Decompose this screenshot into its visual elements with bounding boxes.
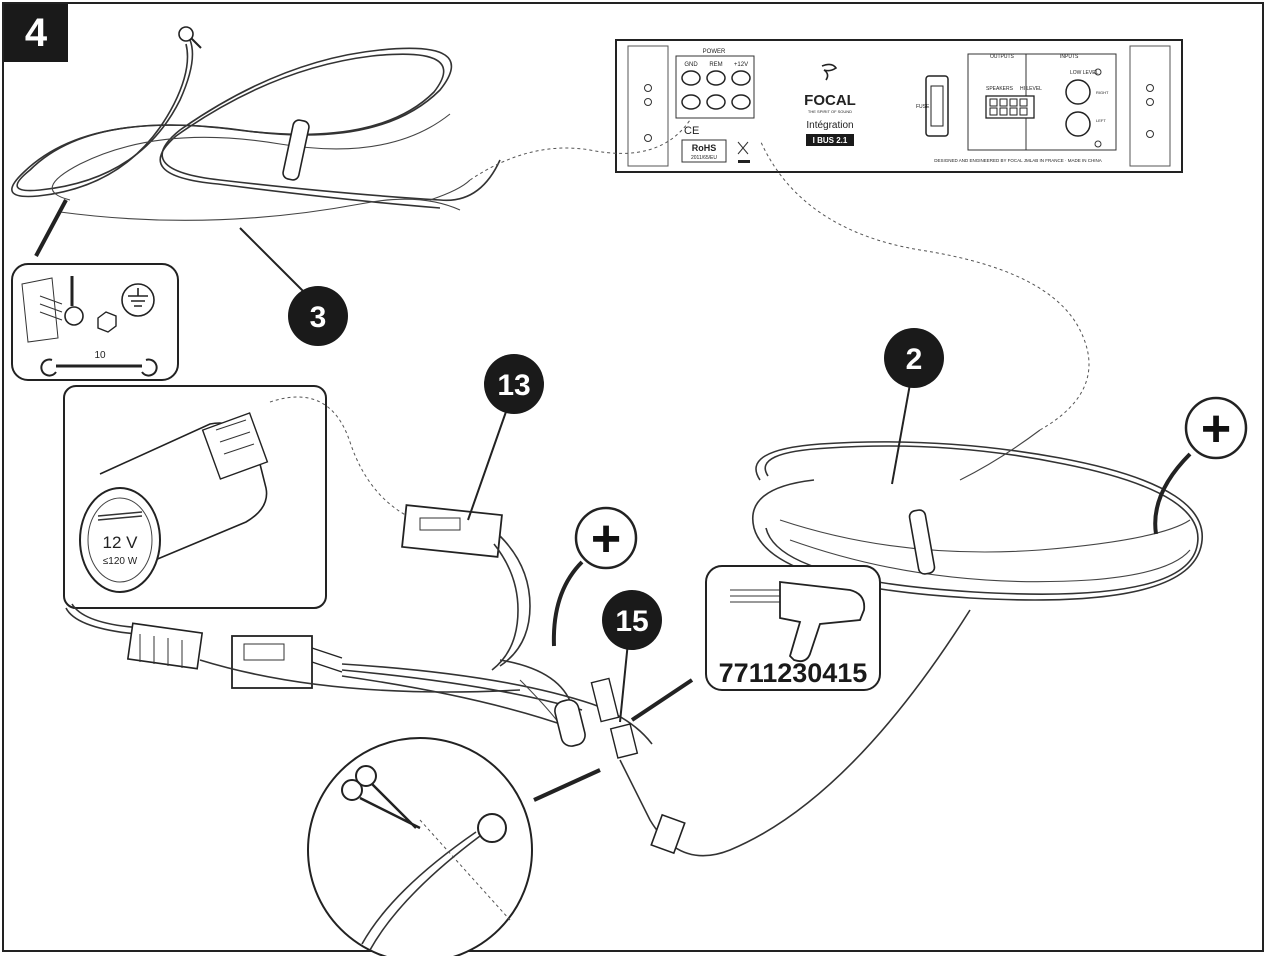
hi-level-label: HI LEVEL xyxy=(1020,86,1042,92)
rca-right-input xyxy=(1065,79,1091,105)
scissors-icon xyxy=(341,765,421,830)
small-connector xyxy=(126,622,204,670)
focal-logo: FOCAL THE SPIRIT OF SOUND xyxy=(804,63,856,114)
connector-13 xyxy=(401,504,531,671)
callout-13: 13 xyxy=(467,354,544,521)
rohs-label: RoHS xyxy=(692,143,717,153)
callout-15-label: 15 xyxy=(615,605,648,638)
rohs-code: 2011/65/EU xyxy=(691,155,717,161)
crimp-tool-icon xyxy=(730,580,866,663)
brand-name: FOCAL xyxy=(804,92,856,109)
model-name: I BUS 2.1 xyxy=(813,136,848,145)
plus-symbol-center: + xyxy=(551,506,638,647)
weee-bin-icon xyxy=(737,141,750,163)
step-number-badge: 4 xyxy=(4,4,68,62)
panel-footer: DESIGNED AND ENGINEERED BY FOCAL JMLAB I… xyxy=(934,158,1102,163)
large-connector xyxy=(231,635,343,689)
cut-instruction-inset xyxy=(307,737,601,956)
right-label: RIGHT xyxy=(1096,90,1109,95)
power-terminal-block: POWER GND REM +12V xyxy=(675,49,755,119)
outputs-label: OUTPUTS xyxy=(990,54,1015,60)
rca-left-input xyxy=(1065,111,1091,137)
tool-part-number: 7711230415 xyxy=(719,658,868,688)
speaker-connector xyxy=(985,95,1035,119)
power-cable xyxy=(752,139,1203,601)
ce-mark: CE xyxy=(684,125,699,137)
plus-symbol-right: + xyxy=(1153,396,1248,535)
callout-2: 2 xyxy=(884,328,944,485)
ground-cable xyxy=(11,26,691,221)
fuse-label: FUSE xyxy=(916,104,930,110)
callout-3: 3 xyxy=(239,227,348,346)
speakers-label: SPEAKERS xyxy=(986,86,1014,92)
left-label: LEFT xyxy=(1096,118,1106,123)
plus-center-label: + xyxy=(591,510,621,568)
crimp-tool-inset: 7711230415 xyxy=(630,565,881,722)
low-level-label: LOW LEVEL xyxy=(1070,70,1099,76)
inputs-label: INPUTS xyxy=(1060,54,1079,60)
socket-power: ≤120 W xyxy=(103,556,138,567)
power-label: POWER xyxy=(703,49,726,55)
terminal-label-12v: +12V xyxy=(734,62,748,68)
amplifier-panel: POWER GND REM +12V CE RoHS 2011/65/EU xyxy=(615,39,1183,173)
callout-3-label: 3 xyxy=(310,301,327,334)
callout-15: 15 xyxy=(602,590,662,723)
ground-symbol-icon xyxy=(121,283,155,317)
callout-2-label: 2 xyxy=(906,343,923,376)
ground-bolt-inset: 10 xyxy=(11,199,179,381)
brand-tagline: THE SPIRIT OF SOUND xyxy=(808,109,852,114)
product-line: Intégration xyxy=(806,120,853,131)
wiring-harness xyxy=(65,504,971,857)
wrench-icon xyxy=(40,358,158,377)
terminal-label-rem: REM xyxy=(709,62,722,68)
socket-voltage: 12 V xyxy=(103,533,139,552)
socket-inset: 12 V ≤120 W xyxy=(63,385,421,609)
terminal-label-gnd: GND xyxy=(684,62,698,68)
plus-right-label: + xyxy=(1201,400,1231,458)
callout-13-label: 13 xyxy=(497,369,530,402)
wrench-size: 10 xyxy=(94,350,106,361)
